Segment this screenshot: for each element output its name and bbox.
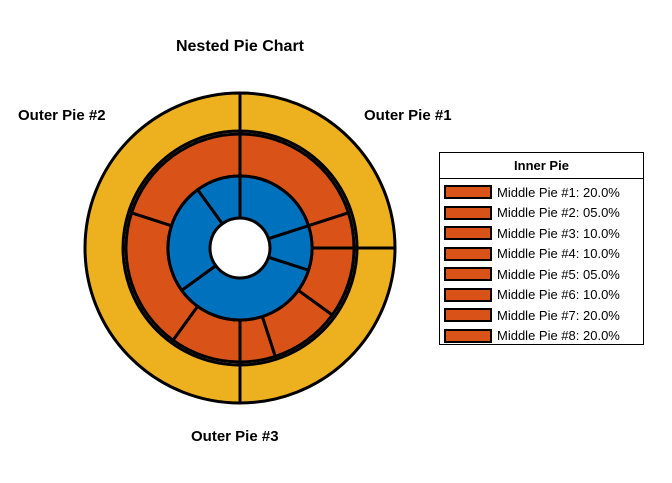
legend-items: Middle Pie #1: 20.0% Middle Pie #2: 05.0… bbox=[440, 179, 643, 346]
legend-swatch bbox=[444, 308, 492, 323]
pie-slice-outer-pie-3 bbox=[83, 91, 242, 405]
legend-item: Middle Pie #2: 05.0% bbox=[440, 203, 643, 224]
legend-swatch bbox=[444, 328, 492, 343]
legend-swatch bbox=[444, 287, 492, 302]
legend-entry-text: Middle Pie #3: 10.0% bbox=[497, 225, 620, 241]
legend-item: Middle Pie #3: 10.0% bbox=[440, 223, 643, 244]
legend-entry-text: Middle Pie #4: 10.0% bbox=[497, 246, 620, 262]
outer-label-3: Outer Pie #3 bbox=[191, 428, 279, 445]
legend-swatch bbox=[444, 205, 492, 220]
legend-item: Middle Pie #5: 05.0% bbox=[440, 264, 643, 285]
pie-slice-inner-pie-3 bbox=[180, 255, 310, 322]
outer-label-2: Outer Pie #2 bbox=[18, 107, 106, 124]
legend-entry-text: Middle Pie #8: 20.0% bbox=[497, 328, 620, 344]
pie-slice-inner-pie-4 bbox=[166, 188, 224, 292]
chart-title: Nested Pie Chart bbox=[175, 38, 305, 55]
legend: Inner Pie Middle Pie #1: 20.0% Middle Pi… bbox=[439, 152, 644, 345]
legend-swatch bbox=[444, 267, 492, 282]
legend-entry-text: Middle Pie #5: 05.0% bbox=[497, 266, 620, 282]
pie-slice-inner-pie-5 bbox=[196, 174, 242, 226]
legend-item: Middle Pie #1: 20.0% bbox=[440, 182, 643, 203]
legend-swatch bbox=[444, 246, 492, 261]
legend-title: Inner Pie bbox=[440, 153, 643, 179]
legend-swatch bbox=[444, 185, 492, 200]
legend-entry-text: Middle Pie #1: 20.0% bbox=[497, 184, 620, 200]
legend-item: Middle Pie #7: 20.0% bbox=[440, 305, 643, 326]
legend-item: Middle Pie #8: 20.0% bbox=[440, 326, 643, 347]
outer-label-1: Outer Pie #1 bbox=[364, 107, 452, 124]
legend-entry-text: Middle Pie #6: 10.0% bbox=[497, 287, 620, 303]
legend-swatch bbox=[444, 226, 492, 241]
legend-item: Middle Pie #6: 10.0% bbox=[440, 285, 643, 306]
legend-entry-text: Middle Pie #2: 05.0% bbox=[497, 205, 620, 221]
legend-entry-text: Middle Pie #7: 20.0% bbox=[497, 307, 620, 323]
legend-item: Middle Pie #4: 10.0% bbox=[440, 244, 643, 265]
